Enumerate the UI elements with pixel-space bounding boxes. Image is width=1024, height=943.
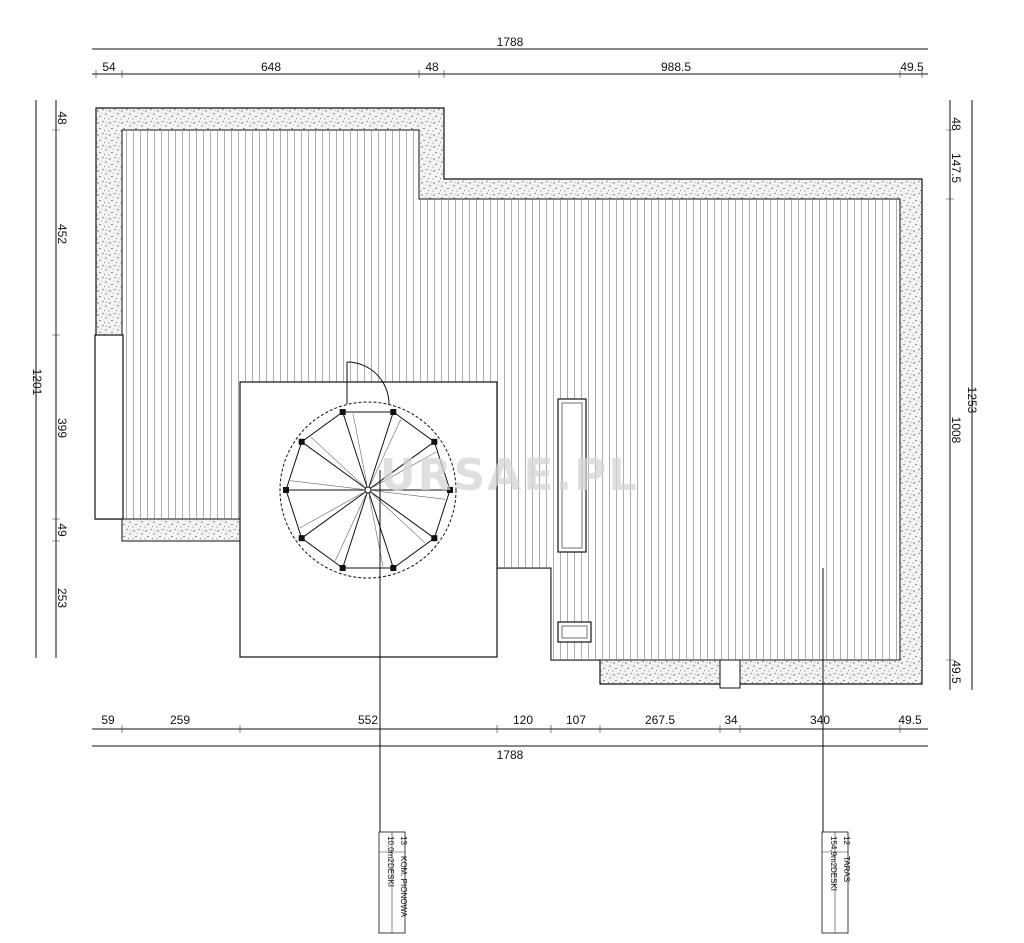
parapet-lower-left — [121, 518, 241, 542]
dim-bottom-seg-1: 59 — [101, 713, 115, 727]
dim-top-seg-1: 54 — [102, 60, 116, 74]
room-tag-terrace-name: TARAS — [842, 856, 851, 882]
stair-tread-line — [342, 411, 369, 491]
dim-left-seg-3: 399 — [55, 418, 69, 438]
stair-tread-line — [367, 411, 394, 491]
dim-right-seg-4: 49.5 — [949, 660, 963, 684]
dim-left-total: 1201 — [30, 369, 44, 396]
stair-tread-line — [367, 489, 435, 539]
dim-left-seg-5: 253 — [55, 588, 69, 608]
room-tag-terrace-floor: DESKI — [829, 867, 838, 891]
stair-tread-edge — [373, 490, 446, 500]
room-tag-stair-floor: DESKI — [386, 863, 395, 887]
dim-top-seg-5: 49.5 — [900, 60, 924, 74]
room-tag-stair-area: 10,0m2 — [386, 836, 395, 863]
dimension-lines — [35, 48, 973, 747]
dim-right-seg-2: 147.5 — [949, 153, 963, 183]
room-tag-stair-number: 13 — [399, 836, 408, 845]
spiral-stair — [279, 401, 457, 579]
room-tag-stair: 13 KOM. PIONOWA 10,0m2 DESKI — [378, 831, 408, 934]
dim-left-seg-4: 49 — [55, 523, 69, 537]
stair-post — [339, 564, 346, 571]
stair-post — [390, 564, 397, 571]
stair-outer-ring — [279, 401, 457, 579]
room-tag-stair-name: KOM. PIONOWA — [399, 856, 408, 918]
dim-bottom-seg-7: 34 — [724, 713, 738, 727]
terrace-drain — [557, 621, 592, 643]
dim-bottom-seg-6: 267.5 — [645, 713, 675, 727]
watermark: URSAE.PL — [380, 450, 638, 501]
dim-left-seg-2: 452 — [55, 224, 69, 244]
dim-right-seg-1: 48 — [949, 117, 963, 131]
dim-left-seg-1: 48 — [55, 111, 69, 125]
stair-tread-line — [301, 441, 369, 491]
stair-post — [298, 438, 305, 445]
room-tag-terrace-number: 12 — [842, 836, 851, 845]
terrace-bench — [557, 398, 587, 553]
stair-tread-edge — [299, 492, 363, 529]
stair-tread-edge — [370, 419, 402, 485]
stair-tread-line — [367, 489, 394, 569]
door-swing-arc — [346, 361, 390, 405]
stair-post — [339, 409, 346, 416]
dim-bottom-seg-9: 49.5 — [898, 713, 922, 727]
stair-tread-edge — [352, 413, 368, 485]
dim-bottom-seg-4: 120 — [513, 713, 533, 727]
stair-tread-edge — [290, 480, 363, 490]
dim-bottom-seg-3: 552 — [358, 713, 378, 727]
stair-post — [431, 535, 438, 542]
dim-bottom-total: 1788 — [497, 748, 524, 762]
stair-tread-edge — [368, 495, 384, 567]
stair-shaft — [239, 381, 498, 658]
stair-post — [447, 487, 453, 493]
dim-top-seg-2: 648 — [261, 60, 281, 74]
stair-tread-line — [342, 489, 369, 569]
stair-post — [390, 409, 397, 416]
dim-right-total: 1253 — [965, 387, 979, 414]
dim-top-seg-4: 988.5 — [661, 60, 691, 74]
stair-post — [298, 535, 305, 542]
dim-top-total: 1788 — [497, 35, 524, 49]
stair-tread-edge — [310, 436, 364, 487]
dim-top-seg-3: 48 — [425, 60, 439, 74]
room-tag-terrace: 12 TARAS 154,9m2 DESKI — [821, 831, 851, 934]
stair-tread-edge — [373, 451, 437, 488]
left-wall-element — [94, 334, 124, 520]
stair-tread-line — [301, 489, 369, 539]
stair-post — [283, 487, 289, 493]
stair-tread-line — [367, 441, 435, 491]
dim-bottom-seg-8: 340 — [810, 713, 830, 727]
dim-bottom-seg-5: 107 — [566, 713, 586, 727]
stair-tread-edge — [334, 495, 366, 561]
terrace-bench-inner — [561, 402, 583, 549]
stair-tread-edge — [372, 493, 426, 544]
deck-boards-lines — [122, 130, 900, 660]
room-tag-terrace-area: 154,9m2 — [829, 836, 838, 868]
dim-right-seg-3: 1008 — [949, 417, 963, 444]
dim-bottom-seg-2: 259 — [170, 713, 190, 727]
stair-center-column — [364, 486, 372, 494]
stair-post — [431, 438, 438, 445]
parapet-post — [719, 659, 741, 689]
terrace-drain-inner — [561, 625, 588, 639]
